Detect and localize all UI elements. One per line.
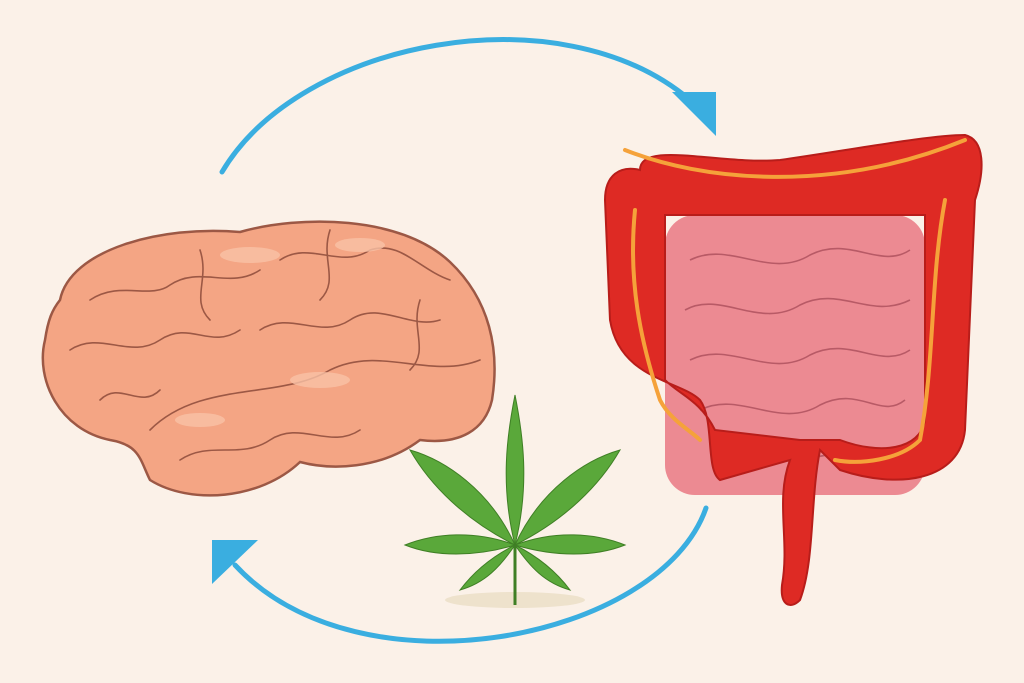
bottom-cycle-arrow-icon: [212, 505, 709, 644]
brain-icon: [41, 220, 496, 497]
cannabis-leaf-icon: [403, 394, 627, 608]
top-cycle-arrow-icon: [219, 37, 716, 175]
intestine-icon: [603, 133, 983, 606]
